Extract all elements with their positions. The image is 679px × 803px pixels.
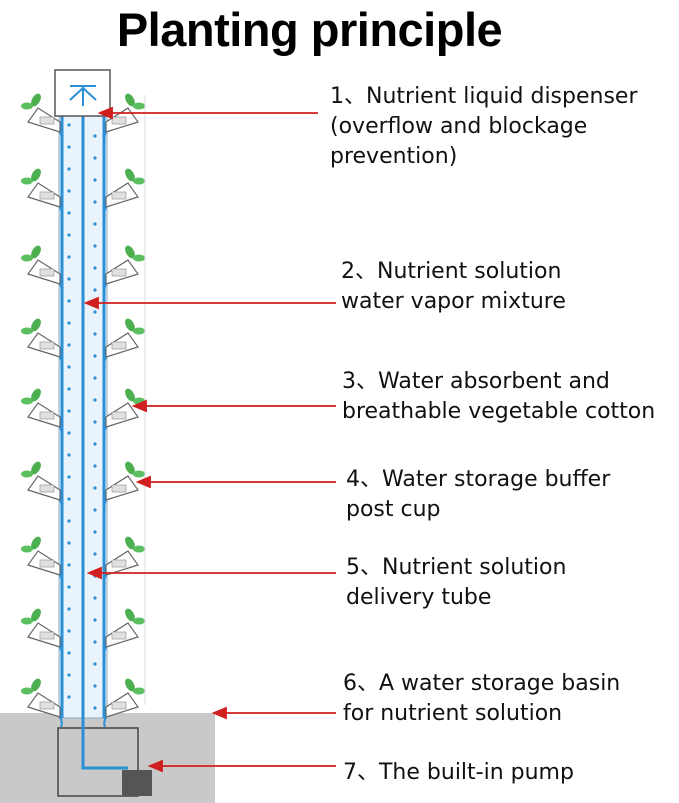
label-7: 7、The built-in pump	[343, 760, 574, 785]
plant-cup	[21, 678, 63, 728]
plant-cup	[21, 536, 63, 586]
droplet	[67, 321, 71, 325]
plant-cup	[103, 461, 145, 511]
droplet	[67, 475, 71, 479]
droplet	[67, 497, 71, 501]
droplet	[67, 233, 71, 237]
plant-cup	[103, 168, 145, 218]
droplet	[67, 277, 71, 281]
droplet	[93, 332, 97, 336]
page-title: Planting principle	[116, 3, 503, 56]
droplet	[67, 123, 71, 127]
droplet	[67, 211, 71, 215]
droplet	[67, 409, 71, 413]
water-droplets	[67, 123, 97, 710]
droplet	[67, 541, 71, 545]
droplet	[67, 585, 71, 589]
water-basin	[0, 713, 215, 803]
arrows	[83, 106, 336, 773]
droplet	[93, 552, 97, 556]
droplet	[67, 629, 71, 633]
droplet	[67, 695, 71, 699]
droplet	[93, 420, 97, 424]
plant-cup	[103, 536, 145, 586]
droplet	[67, 387, 71, 391]
droplet	[93, 442, 97, 446]
plant-cup	[103, 678, 145, 728]
droplet	[93, 640, 97, 644]
droplet	[93, 376, 97, 380]
plant-cup	[21, 461, 63, 511]
droplet	[93, 288, 97, 292]
droplet	[67, 145, 71, 149]
droplet	[67, 255, 71, 259]
droplet	[93, 706, 97, 710]
droplet	[93, 134, 97, 138]
plant-cup	[21, 168, 63, 218]
droplet	[93, 662, 97, 666]
droplet	[93, 200, 97, 204]
droplet	[93, 530, 97, 534]
basin-inner	[57, 727, 139, 797]
pump-icon	[122, 770, 152, 796]
droplet	[67, 563, 71, 567]
droplet	[93, 684, 97, 688]
plant-cup	[21, 245, 63, 295]
plant-cup	[103, 388, 145, 438]
plant-cup	[21, 388, 63, 438]
droplet	[67, 519, 71, 523]
droplet	[93, 618, 97, 622]
droplet	[93, 354, 97, 358]
droplet	[93, 596, 97, 600]
plant-cup	[21, 93, 63, 143]
droplet	[67, 299, 71, 303]
droplet	[93, 222, 97, 226]
droplet	[93, 156, 97, 160]
droplet	[93, 310, 97, 314]
droplet	[67, 431, 71, 435]
label-1: 1、Nutrient liquid dispenser(overflow and…	[330, 84, 638, 169]
droplet	[93, 178, 97, 182]
droplet	[67, 167, 71, 171]
pump-pipe	[81, 735, 128, 770]
plant-cup	[103, 318, 145, 368]
droplet	[93, 266, 97, 270]
droplet	[67, 673, 71, 677]
droplet	[67, 607, 71, 611]
plant-cup	[21, 608, 63, 658]
plant-cup	[103, 608, 145, 658]
droplet	[67, 343, 71, 347]
plant-cup	[103, 245, 145, 295]
plant-cup	[21, 318, 63, 368]
droplet	[67, 365, 71, 369]
droplet	[93, 244, 97, 248]
droplet	[93, 398, 97, 402]
droplet	[93, 464, 97, 468]
droplet	[93, 486, 97, 490]
droplet	[67, 453, 71, 457]
droplet	[67, 651, 71, 655]
droplet	[67, 189, 71, 193]
droplet	[93, 508, 97, 512]
